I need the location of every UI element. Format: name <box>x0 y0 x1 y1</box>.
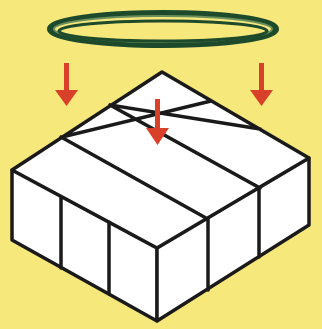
cube-band-diagram <box>0 0 322 329</box>
